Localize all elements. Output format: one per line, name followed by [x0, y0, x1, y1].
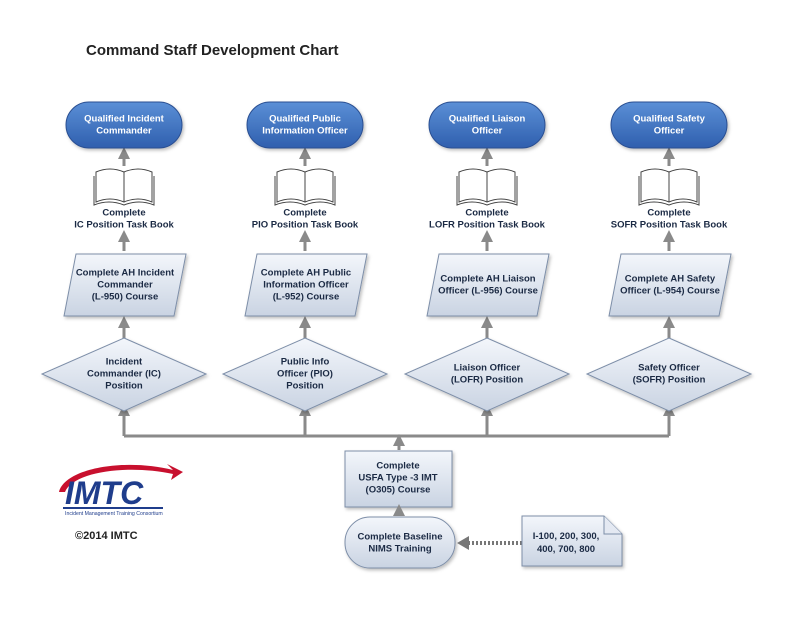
- goal-label: Information Officer: [262, 126, 348, 137]
- position-label: Incident: [106, 357, 143, 368]
- taskbook-label: Complete: [102, 208, 145, 219]
- position-label: Commander (IC): [87, 369, 161, 380]
- position-label: Officer (PIO): [277, 369, 333, 380]
- position-label: Position: [105, 381, 143, 392]
- task-book-icon: [456, 168, 518, 206]
- position-label: Safety Officer: [638, 363, 700, 374]
- course-label: Officer (L-954) Course: [620, 286, 720, 297]
- logo-swoosh: [59, 464, 183, 492]
- course-label: (L-952) Course: [273, 292, 340, 303]
- course-node: [63, 253, 187, 317]
- logo-text: IMTC: [65, 475, 144, 511]
- taskbook-label: Complete: [465, 208, 508, 219]
- prereq-note-label: I-100, 200, 300,: [533, 531, 600, 542]
- taskbook-label: SOFR Position Task Book: [611, 220, 728, 231]
- prereq-note-node: [521, 515, 623, 567]
- course-label: Complete AH Liaison: [440, 274, 535, 285]
- goal-label: Officer: [472, 126, 503, 137]
- imt-course-label: (O305) Course: [366, 485, 431, 496]
- position-label: Public Info: [281, 357, 330, 368]
- imtc-logo: IMTC Incident Management Training Consor…: [59, 464, 183, 517]
- task-book-icon: [638, 168, 700, 206]
- course-node: [426, 253, 550, 317]
- goal-label: Qualified Liaison: [449, 114, 526, 125]
- imt-course-label: Complete: [376, 461, 419, 472]
- goal-label: Qualified Safety: [633, 114, 706, 125]
- position-node: [403, 337, 571, 412]
- taskbook-label: IC Position Task Book: [74, 220, 174, 231]
- course-label: Complete AH Public: [261, 268, 351, 279]
- goal-label: Qualified Incident: [84, 114, 165, 125]
- copyright: ©2014 IMTC: [75, 530, 138, 542]
- baseline-node: [344, 516, 456, 569]
- page-title: Command Staff Development Chart: [86, 42, 339, 59]
- course-label: Officer (L-956) Course: [438, 286, 538, 297]
- taskbook-label: PIO Position Task Book: [252, 220, 359, 231]
- course-node: [608, 253, 732, 317]
- course-node: [244, 253, 368, 317]
- baseline-label: NIMS Training: [368, 544, 432, 555]
- baseline-label: Complete Baseline: [358, 532, 443, 543]
- imt-course-label: USFA Type -3 IMT: [358, 473, 437, 484]
- course-label: (L-950) Course: [92, 292, 159, 303]
- logo-subtitle: Incident Management Training Consortium: [65, 511, 163, 517]
- taskbook-label: Complete: [647, 208, 690, 219]
- goal-label: Officer: [654, 126, 685, 137]
- note-fold: [603, 516, 622, 535]
- goal-node: [428, 101, 546, 149]
- goal-node: [65, 101, 183, 149]
- course-label: Information Officer: [263, 280, 349, 291]
- course-label: Complete AH Incident: [76, 268, 175, 279]
- position-label: Liaison Officer: [454, 363, 521, 374]
- goal-label: Commander: [96, 126, 152, 137]
- position-label: Position: [286, 381, 324, 392]
- note-connector-head: [457, 536, 469, 550]
- goal-node: [246, 101, 364, 149]
- task-book-icon: [93, 168, 155, 206]
- course-label: Complete AH Safety: [625, 274, 716, 285]
- position-label: (LOFR) Position: [451, 375, 523, 386]
- goal-node: [610, 101, 728, 149]
- taskbook-label: Complete: [283, 208, 326, 219]
- taskbook-label: LOFR Position Task Book: [429, 220, 546, 231]
- position-node: [221, 337, 389, 412]
- task-book-icon: [274, 168, 336, 206]
- imt-course-node: [344, 450, 453, 508]
- goal-label: Qualified Public: [269, 114, 341, 125]
- course-label: Commander: [97, 280, 153, 291]
- prereq-note-label: 400, 700, 800: [537, 544, 595, 555]
- position-node: [585, 337, 753, 412]
- position-label: (SOFR) Position: [633, 375, 706, 386]
- position-node: [40, 337, 208, 412]
